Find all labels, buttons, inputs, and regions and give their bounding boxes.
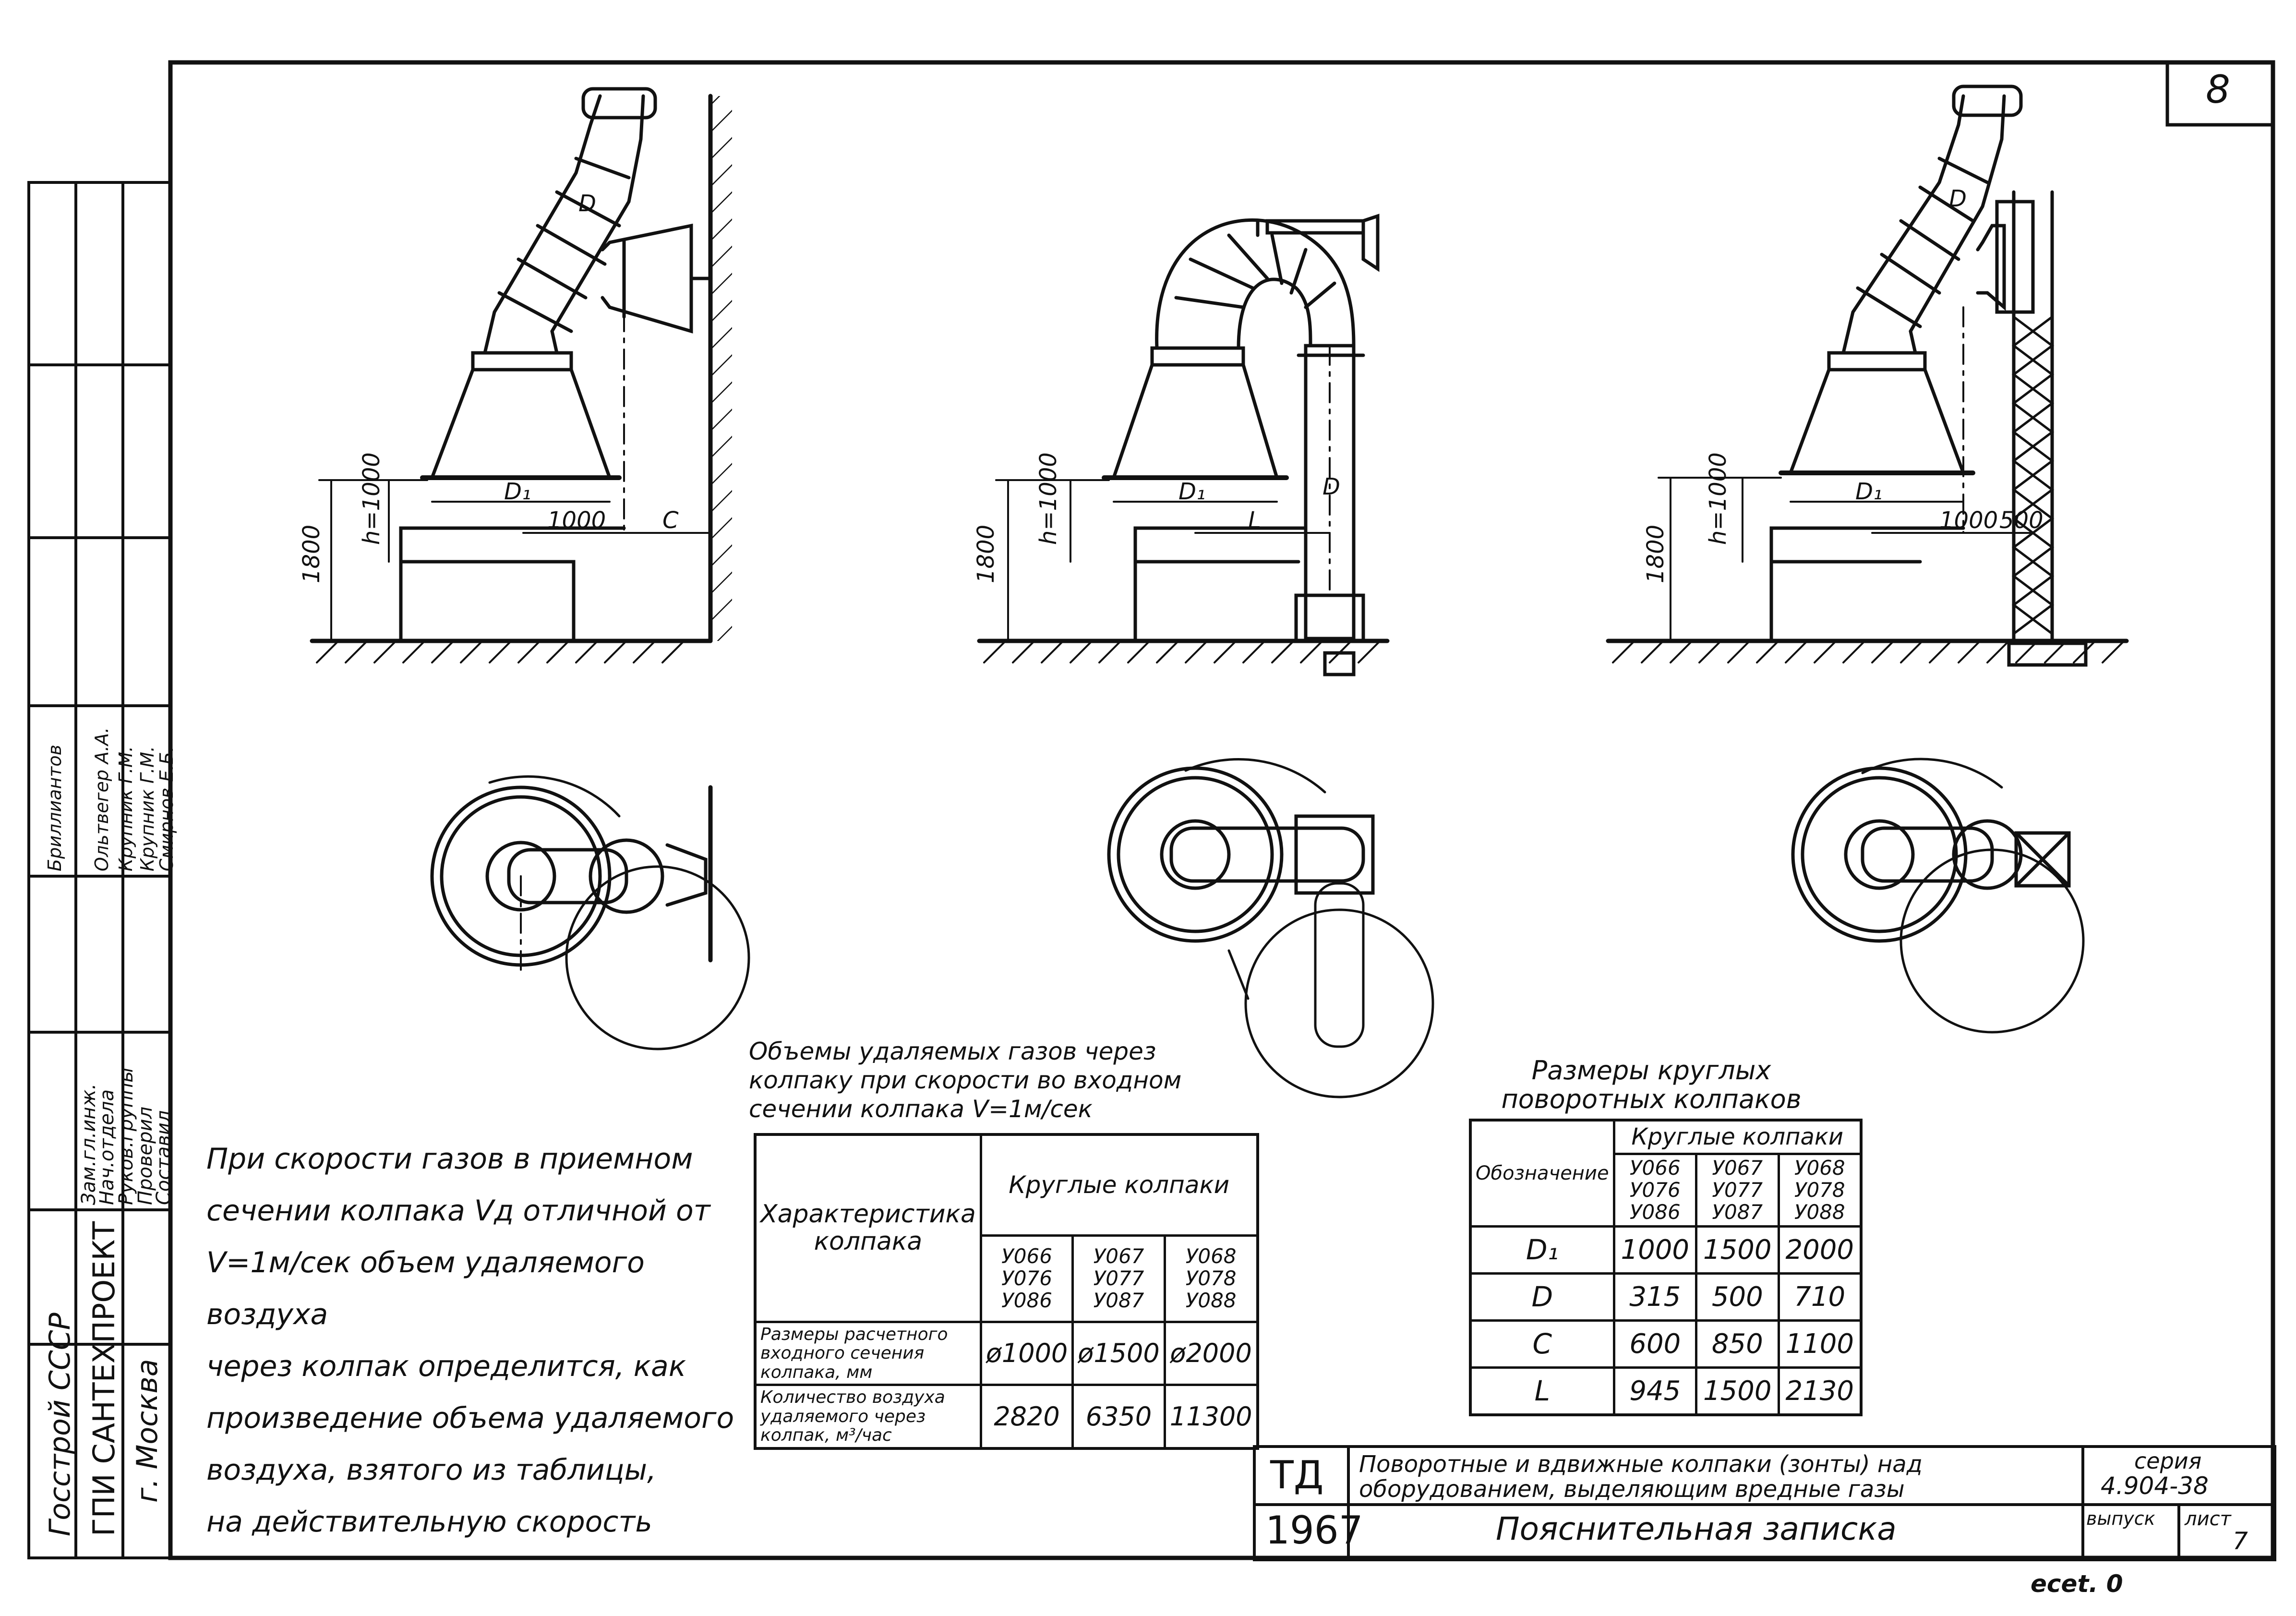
sizes-header-group: Круглые колпаки xyxy=(1612,1119,1863,1155)
dim-1800-b: 1800 xyxy=(973,525,999,583)
volumes-cell: ø1500 xyxy=(1071,1320,1166,1387)
hood-plan-2 xyxy=(1107,758,1434,1098)
sizes-cell: 315 xyxy=(1612,1272,1698,1322)
title-subtitle: Пояснительная записка xyxy=(1496,1510,1897,1547)
volumes-col-model-2: У067 У077 У087 xyxy=(1071,1234,1166,1323)
hood-elevation-3 xyxy=(1606,84,2129,667)
volumes-col-model-1: У066 У076 У086 xyxy=(979,1234,1074,1323)
title-series-label: серия xyxy=(2134,1448,2202,1474)
volumes-header-group: Круглые колпаки xyxy=(979,1133,1259,1237)
dim-h-c: h=1000 xyxy=(1705,452,1731,545)
dim-1000-a: 1000 xyxy=(547,507,606,534)
dim-d1-a: D₁ xyxy=(504,478,531,505)
dim-d1-b: D₁ xyxy=(1178,478,1205,505)
dim-500-c: 500 xyxy=(1999,507,2044,534)
sizes-col-model-3: У068 У078 У088 xyxy=(1777,1152,1863,1228)
dim-d-b: D xyxy=(1322,473,1340,500)
sizes-cell: 1500 xyxy=(1695,1366,1780,1416)
dim-1800-a: 1800 xyxy=(298,525,325,583)
stamp-name: Смирнов Е.Б. xyxy=(156,746,177,871)
dim-1800-c: 1800 xyxy=(1642,525,1669,583)
sizes-cell: 1100 xyxy=(1777,1319,1863,1369)
sizes-table: Обозначение Круглые колпаки У066 У076 У0… xyxy=(1469,1119,1863,1416)
sizes-row-label: D xyxy=(1469,1272,1615,1322)
hood-plan-3 xyxy=(1791,758,2085,1034)
side-stamp-grid xyxy=(27,181,172,1559)
sizes-cell: 945 xyxy=(1612,1366,1698,1416)
volumes-table: Характеристика колпака Круглые колпаки У… xyxy=(754,1133,1259,1450)
stamp-city: г. Москва xyxy=(131,1359,164,1503)
sizes-header-designation: Обозначение xyxy=(1469,1119,1615,1228)
hood-elevation-2 xyxy=(977,214,1390,676)
sheet-number-box xyxy=(2165,60,2275,127)
volumes-table-caption: Объемы удаляемых газов через колпаку при… xyxy=(749,1037,1182,1123)
corner-mark: ecet. 0 xyxy=(2031,1570,2123,1598)
volumes-col-model-3: У068 У078 У088 xyxy=(1163,1234,1259,1323)
volumes-cell: 2820 xyxy=(979,1384,1074,1450)
sizes-cell: 500 xyxy=(1695,1272,1780,1322)
dim-1000-c: 1000 xyxy=(1939,507,1998,534)
sizes-cell: 850 xyxy=(1695,1319,1780,1369)
title-td: ТД xyxy=(1270,1453,1324,1497)
title-sheet: 7 xyxy=(2233,1527,2248,1555)
stamp-org-2: ГПИ САНТЕХПРОЕКТ xyxy=(86,1221,121,1536)
velocity-note: При скорости газов в приемном сечении ко… xyxy=(206,1142,734,1539)
title-main: Поворотные и вдвижные колпаки (зонты) на… xyxy=(1359,1451,1923,1503)
hood-elevation-1 xyxy=(310,87,732,663)
sizes-row-label: L xyxy=(1469,1366,1615,1416)
dim-d1-c: D₁ xyxy=(1855,478,1882,505)
title-issue-label: выпуск xyxy=(2086,1508,2155,1529)
title-year: 1967 xyxy=(1265,1508,1363,1553)
title-block: ТД 1967 Поворотные и вдвижные колпаки (з… xyxy=(1253,1445,2276,1561)
dim-h-b: h=1000 xyxy=(1035,452,1062,545)
volumes-cell: ø1000 xyxy=(979,1320,1074,1387)
sizes-col-model-2: У067 У077 У087 xyxy=(1695,1152,1780,1228)
volumes-cell: ø2000 xyxy=(1163,1320,1259,1387)
sizes-col-model-1: У066 У076 У086 xyxy=(1612,1152,1698,1228)
volumes-row-label: Размеры расчетного входного сечения колп… xyxy=(754,1320,982,1387)
sheet-number: 8 xyxy=(2206,67,2230,112)
volumes-cell: 11300 xyxy=(1163,1384,1259,1450)
volumes-row-label: Количество воздуха удаляемого через колп… xyxy=(754,1384,982,1450)
stamp-org-1: Госстрой СССР xyxy=(43,1313,77,1536)
sizes-cell: 1500 xyxy=(1695,1225,1780,1275)
dim-d-a: D xyxy=(578,190,596,217)
volumes-header-characteristic: Характеристика колпака xyxy=(754,1133,982,1323)
stamp-name: Крупник Г.М. xyxy=(137,746,158,871)
volumes-cell: 6350 xyxy=(1071,1384,1166,1450)
title-series: 4.904-38 xyxy=(2101,1472,2209,1500)
dim-d-c: D xyxy=(1949,185,1967,212)
sizes-cell: 1000 xyxy=(1612,1225,1698,1275)
dim-l-b: L xyxy=(1248,507,1261,534)
stamp-name: Бриллиантов xyxy=(44,744,65,871)
dim-c-a: C xyxy=(662,507,679,534)
sizes-table-caption: Размеры круглых поворотных колпаков xyxy=(1501,1055,1802,1114)
stamp-name: Крупник Г.М. xyxy=(115,746,136,871)
stamp-name: Ольтвегер А.А. xyxy=(91,727,112,871)
hood-plan-1 xyxy=(430,775,750,1050)
sizes-row-label: D₁ xyxy=(1469,1225,1615,1275)
title-sheet-label: лист xyxy=(2185,1508,2231,1530)
dim-h-a: h=1000 xyxy=(358,452,385,545)
sizes-cell: 600 xyxy=(1612,1319,1698,1369)
sizes-cell: 710 xyxy=(1777,1272,1863,1322)
sizes-cell: 2000 xyxy=(1777,1225,1863,1275)
stamp-role: Составил xyxy=(153,1110,175,1205)
sizes-cell: 2130 xyxy=(1777,1366,1863,1416)
sizes-row-label: C xyxy=(1469,1319,1615,1369)
